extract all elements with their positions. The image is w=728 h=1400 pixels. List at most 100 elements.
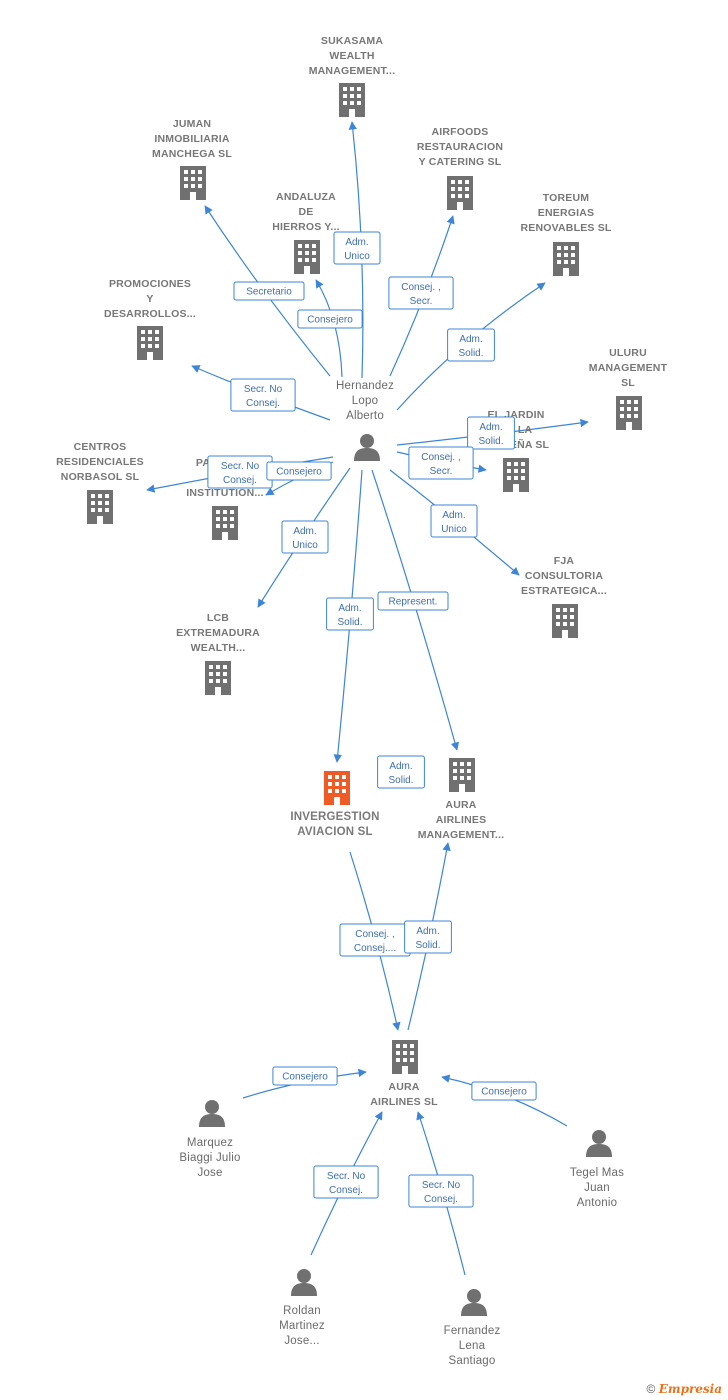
edge-label: Adm.Solid. bbox=[467, 416, 515, 450]
svg-text:Adm.Unico: Adm.Unico bbox=[344, 237, 370, 262]
company-building-icon bbox=[87, 490, 113, 524]
company-building-icon bbox=[447, 176, 473, 210]
svg-text:Consejero: Consejero bbox=[307, 315, 353, 326]
svg-text:Secretario: Secretario bbox=[246, 287, 292, 298]
svg-text:Represent.: Represent. bbox=[389, 597, 438, 608]
edge-label: Consej. ,Secr. bbox=[388, 276, 454, 310]
edge-label: Adm.Unico bbox=[333, 231, 381, 265]
edge-label: Consej. ,Consej.... bbox=[339, 923, 411, 957]
company-building-icon bbox=[294, 240, 320, 274]
svg-text:Consejero: Consejero bbox=[481, 1087, 527, 1098]
company-building-icon bbox=[449, 758, 475, 792]
edge-label: Consejero bbox=[272, 1066, 338, 1086]
brand-logo[interactable]: Empresia bbox=[658, 1382, 722, 1396]
company-building-icon bbox=[137, 326, 163, 360]
edge-label: Consejero bbox=[471, 1081, 537, 1101]
svg-text:Adm.Solid.: Adm.Solid. bbox=[337, 603, 362, 628]
edge-label: Consej. ,Secr. bbox=[408, 446, 474, 480]
svg-text:Consej. ,Consej....: Consej. ,Consej.... bbox=[354, 929, 396, 954]
company-building-icon bbox=[205, 661, 231, 695]
svg-text:Adm.Unico: Adm.Unico bbox=[441, 510, 467, 535]
person-icon bbox=[586, 1130, 612, 1157]
svg-text:Adm.Unico: Adm.Unico bbox=[292, 526, 318, 551]
edge-label: Consejero bbox=[297, 309, 363, 329]
edge-label: Adm.Solid. bbox=[404, 920, 452, 954]
edge-label: Adm.Solid. bbox=[326, 597, 374, 631]
person-icon bbox=[461, 1289, 487, 1316]
footer: © Empresia bbox=[647, 1382, 722, 1396]
svg-text:Adm.Solid.: Adm.Solid. bbox=[458, 334, 483, 359]
svg-text:Consejero: Consejero bbox=[276, 467, 322, 478]
svg-text:Consej. ,Secr.: Consej. ,Secr. bbox=[421, 452, 460, 477]
company-building-icon bbox=[180, 166, 206, 200]
person-icon bbox=[291, 1269, 317, 1296]
company-building-icon bbox=[503, 458, 529, 492]
company-building-icon bbox=[339, 83, 365, 117]
company-building-icon bbox=[212, 506, 238, 540]
svg-text:Adm.Solid.: Adm.Solid. bbox=[415, 926, 440, 951]
edge-label: Consejero bbox=[266, 461, 332, 481]
svg-text:Consej. ,Secr.: Consej. ,Secr. bbox=[401, 282, 440, 307]
person-icon bbox=[199, 1100, 225, 1127]
company-building-icon bbox=[552, 604, 578, 638]
edge-label: Adm.Unico bbox=[281, 520, 329, 554]
person-icon bbox=[354, 434, 380, 461]
company-building-icon bbox=[392, 1040, 418, 1074]
edge-label: Adm.Solid. bbox=[377, 755, 425, 789]
copyright-icon: © bbox=[646, 1382, 656, 1396]
edge-label: Represent. bbox=[377, 591, 449, 611]
company-building-icon bbox=[616, 396, 642, 430]
edge-label: Adm.Solid. bbox=[447, 328, 495, 362]
edge-label: Adm.Unico bbox=[430, 504, 478, 538]
svg-text:Consejero: Consejero bbox=[282, 1072, 328, 1083]
company-building-icon bbox=[553, 242, 579, 276]
edge-label: Secretario bbox=[233, 281, 305, 301]
svg-text:Adm.Solid.: Adm.Solid. bbox=[478, 422, 503, 447]
